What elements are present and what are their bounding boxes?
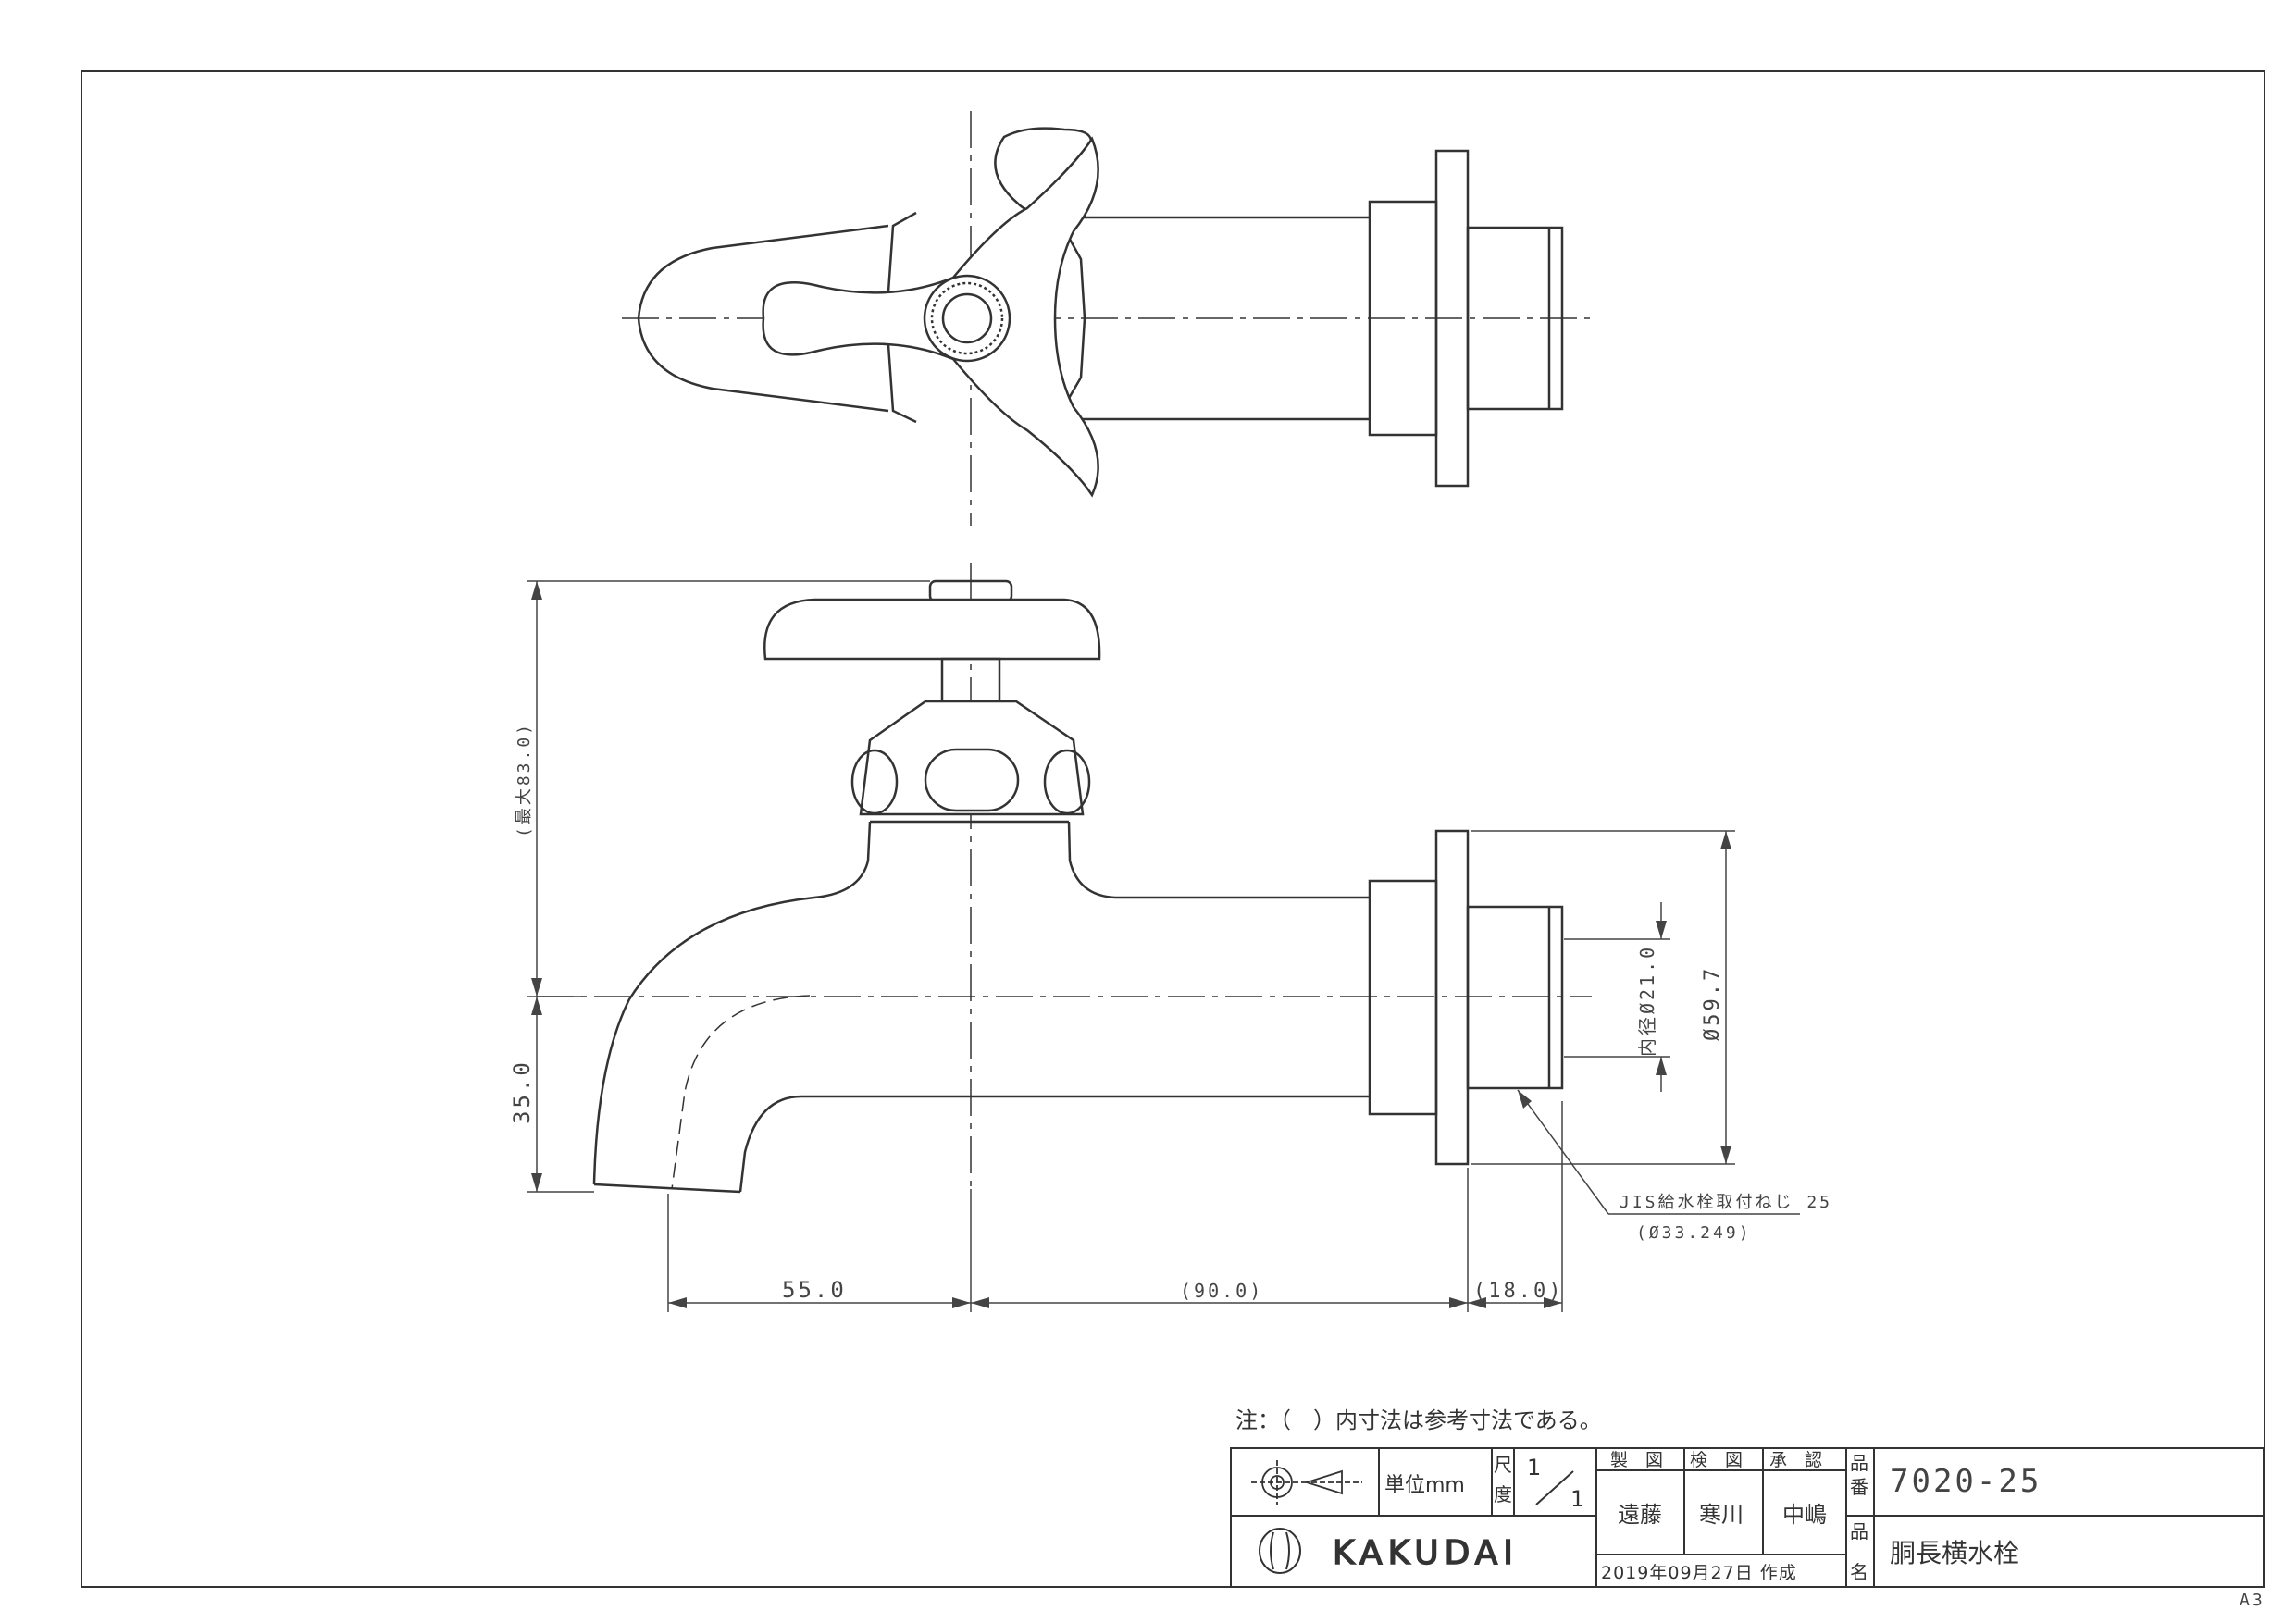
sheet-border	[81, 70, 2265, 1588]
part-number: 7020-25	[1890, 1463, 2042, 1500]
scale-label-1: 尺	[1494, 1454, 1512, 1476]
approved-by: 中嶋	[1782, 1502, 1827, 1528]
dim-max-height: (最大83.0)	[515, 722, 534, 837]
kakudai-logo-icon	[1259, 1528, 1301, 1574]
title-block	[1230, 1447, 2265, 1588]
dim-flange-diameter: Ø59.7	[1701, 966, 1724, 1041]
top-view	[622, 111, 1596, 526]
dim-spout-reach: 55.0	[782, 1277, 847, 1303]
front-view	[537, 563, 1592, 1194]
checked-label: 検 図	[1690, 1450, 1743, 1470]
unit-label: 単位mm	[1384, 1474, 1465, 1497]
approved-label: 承 認	[1769, 1450, 1822, 1470]
drawn-label: 製 図	[1610, 1450, 1663, 1470]
part-name-label-1: 品	[1850, 1520, 1868, 1542]
drawn-by: 遠藤	[1618, 1502, 1662, 1528]
thread-spec: JIS給水栓取付ねじ 25	[1620, 1193, 1832, 1212]
scale-label-2: 度	[1494, 1483, 1512, 1505]
drawing-date: 2019年09月27日 作成	[1601, 1563, 1797, 1583]
projection-symbol-icon	[1251, 1460, 1362, 1505]
checked-by: 寒川	[1699, 1502, 1744, 1528]
part-name: 胴長横水栓	[1890, 1538, 2019, 1568]
dim-spout-drop: 35.0	[509, 1059, 535, 1124]
part-name-label-2: 名	[1850, 1561, 1868, 1583]
thread-diameter: (Ø33.249)	[1636, 1223, 1752, 1243]
brand-name: KAKUDAI	[1333, 1534, 1519, 1572]
scale-denominator: 1	[1570, 1486, 1584, 1512]
dim-body-length: (90.0)	[1180, 1280, 1263, 1302]
dim-thread-length: (18.0)	[1473, 1280, 1563, 1303]
dimension-arrows	[531, 581, 1731, 1308]
part-no-label-2: 番	[1850, 1476, 1868, 1498]
dimension-lines	[527, 580, 1800, 1312]
drawing-note: 注：（ ）内寸法は参考寸法である。	[1235, 1407, 1602, 1433]
part-no-label-1: 品	[1850, 1452, 1868, 1474]
sheet-size-label: A3	[2240, 1591, 2265, 1610]
scale-numerator: 1	[1527, 1455, 1541, 1481]
dim-inner-diameter: 内径Ø21.0	[1636, 945, 1658, 1057]
